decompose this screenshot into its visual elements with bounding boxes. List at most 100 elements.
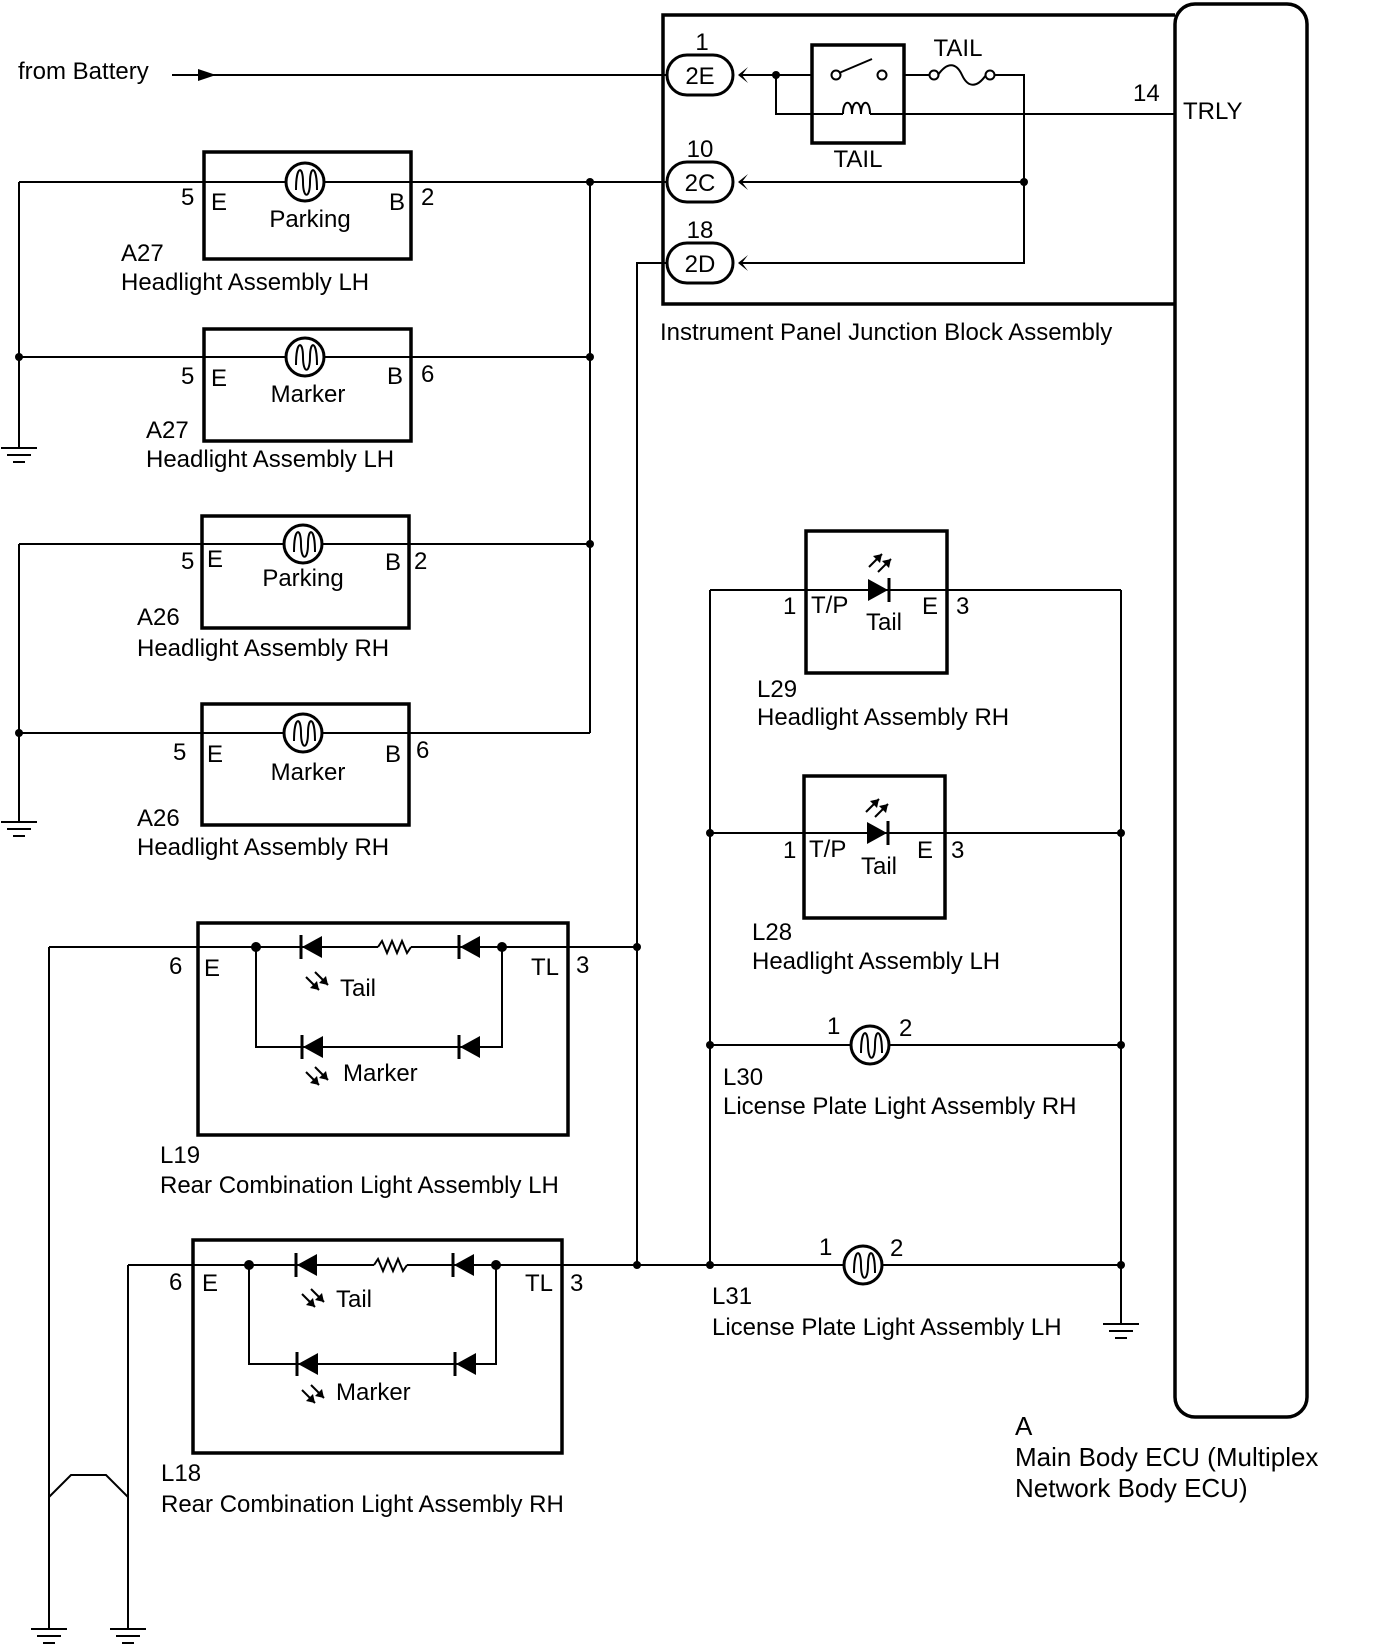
lamp-label: Tail (866, 609, 902, 636)
pin-number: 1 (783, 593, 796, 620)
diode-icon (451, 1251, 476, 1279)
component-code: L30 (723, 1064, 763, 1091)
terminal-label: B (387, 363, 403, 390)
a26-marker-lamp-box (200, 702, 411, 827)
pin-number: 2 (899, 1015, 912, 1042)
ground-icon (0, 805, 38, 837)
pin-number: 1 (819, 1234, 832, 1261)
connector-2e-pin: 1 (695, 29, 708, 56)
component-code: L31 (712, 1283, 752, 1310)
a27-parking-lamp-box (202, 150, 413, 261)
component-code: L28 (752, 919, 792, 946)
pin-number: 3 (951, 837, 964, 864)
component-name: Headlight Assembly LH (752, 948, 1000, 975)
battery-source-label: from Battery (18, 58, 149, 85)
connector-2c-code: 2C (685, 170, 716, 197)
light-emit-icon (301, 1288, 325, 1308)
junction-block-outline (661, 13, 1175, 306)
ecu-code: A (1015, 1411, 1033, 1441)
light-emit-icon (305, 1066, 329, 1086)
tail-relay-label: TAIL (834, 146, 883, 173)
bulb-icon (849, 1024, 891, 1066)
l29-tail-lamp-box (804, 529, 949, 675)
pin-number: 5 (173, 739, 186, 766)
tail-relay-box (810, 43, 906, 145)
ground-jumper (48, 1474, 129, 1498)
lamp-label: Tail (861, 853, 897, 880)
junction-block-title: Instrument Panel Junction Block Assembly (660, 319, 1112, 346)
component-name: Headlight Assembly RH (137, 834, 389, 861)
terminal-label: T/P (811, 592, 848, 619)
component-code: L18 (161, 1460, 201, 1487)
pin-number: 6 (416, 737, 429, 764)
connector-2d-pin: 18 (687, 217, 714, 244)
lamp-label: Marker (336, 1379, 411, 1406)
connector-2c-pin: 10 (687, 136, 714, 163)
pin-number: 5 (181, 363, 194, 390)
component-code: A26 (137, 805, 180, 832)
light-emit-icon (301, 1384, 325, 1404)
ground-icon (109, 1612, 147, 1644)
bulb-icon (284, 161, 326, 203)
ecu-box (1173, 2, 1309, 1419)
bulb-icon (284, 336, 326, 378)
component-code: L19 (160, 1142, 200, 1169)
terminal-label: E (211, 365, 227, 392)
terminal-label: B (385, 741, 401, 768)
lamp-label: Tail (340, 975, 376, 1002)
terminal-label: E (211, 189, 227, 216)
pin-number: 3 (956, 593, 969, 620)
component-code: A27 (146, 417, 189, 444)
terminal-label: E (922, 593, 938, 620)
terminal-label: T/P (809, 836, 846, 863)
pin-number: 1 (783, 837, 796, 864)
light-emit-icon (865, 798, 889, 818)
component-name: Headlight Assembly RH (757, 704, 1009, 731)
ground-icon (30, 1612, 68, 1644)
diode-icon (294, 1251, 319, 1279)
ecu-name-line1: Main Body ECU (Multiplex (1015, 1442, 1318, 1472)
bulb-icon (282, 523, 324, 565)
terminal-label: E (207, 546, 223, 573)
battery-arrow-icon (198, 69, 216, 81)
diode-icon (457, 933, 482, 961)
lamp-label: Marker (271, 759, 346, 786)
component-code: A26 (137, 604, 180, 631)
component-code: A27 (121, 240, 164, 267)
pin-number: 5 (181, 184, 194, 211)
connector-2d-code: 2D (685, 251, 716, 278)
diode-icon (300, 1033, 325, 1061)
diode-icon (295, 1350, 320, 1378)
ground-icon (1102, 1307, 1140, 1339)
bulb-icon (282, 712, 324, 754)
l18-rear-combination-box (191, 1238, 564, 1455)
pin-number: 6 (421, 361, 434, 388)
pin-number: 1 (827, 1013, 840, 1040)
terminal-label: E (202, 1270, 218, 1297)
lamp-label: Marker (343, 1060, 418, 1087)
lamp-label: Parking (269, 206, 350, 233)
ecu-signal-trly: TRLY (1183, 98, 1243, 125)
lamp-label: Tail (336, 1286, 372, 1313)
l28-tail-lamp-box (802, 774, 947, 920)
component-name: License Plate Light Assembly RH (723, 1093, 1077, 1120)
component-code: L29 (757, 676, 797, 703)
light-emit-icon (868, 553, 892, 573)
lamp-label: Marker (271, 381, 346, 408)
diode-icon (457, 1033, 482, 1061)
l19-rear-combination-box (196, 921, 570, 1137)
pin-number: 5 (181, 548, 194, 575)
diode-icon (866, 576, 891, 604)
pin-number: 3 (576, 952, 589, 979)
pin-number: 6 (169, 953, 182, 980)
pin-number: 2 (414, 548, 427, 575)
resistor-icon (377, 938, 412, 956)
diode-icon (453, 1350, 478, 1378)
ecu-pin-14: 14 (1133, 80, 1160, 107)
light-emit-icon (305, 971, 329, 991)
pin-number: 3 (570, 1270, 583, 1297)
ground-icon (0, 431, 38, 463)
tail-fuse-icon (937, 64, 987, 86)
diode-icon (299, 933, 324, 961)
